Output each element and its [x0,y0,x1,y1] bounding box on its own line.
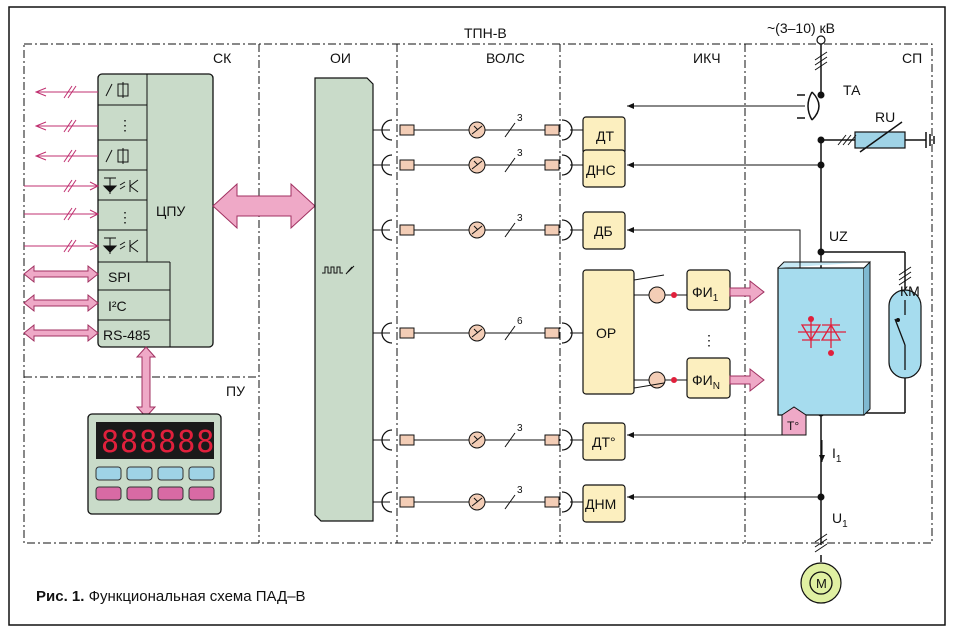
uz-converter [777,260,871,416]
fibre-channel-row: 3 [373,213,583,241]
cpu-dots-1: ⋮ [118,117,132,133]
label-sp: СП [902,50,922,66]
pulse-former-n: ФИN [692,372,720,392]
panel-key[interactable] [188,466,215,481]
io-signal-lines [24,85,100,253]
sensor-dnm: ДНМ [585,496,616,512]
label-i1: I1 [832,445,842,465]
fibre-channels: 3 3 3 6 3 3 [373,113,583,513]
sensor-blocks [582,116,635,523]
sensor-or: ОР [596,325,616,341]
fibre-count: 3 [517,213,523,224]
interface-i2c: I²C [108,298,127,314]
label-uz: UZ [829,228,848,244]
label-ikch: ИКЧ [693,50,721,66]
interface-rs485: RS-485 [103,327,151,343]
fibre-channel-row: 3 [373,423,583,451]
pulse-former-1: ФИ1 [692,284,719,304]
fibre-count: 3 [517,485,523,496]
led-display: 888888 [101,425,215,460]
motor [800,562,842,604]
fibre-channel-row: 3 [373,113,583,141]
temperature-sensor [781,406,807,436]
sensor-dt-temp: ДТ° [592,434,616,450]
fibre-count: 3 [517,423,523,434]
cpu-block: ⋮ ⋮ ЦПУ SPI I²C RS-485 [97,73,214,348]
sensor-db: ДБ [594,223,613,239]
panel-key[interactable] [95,486,122,501]
motor-label: M [816,576,827,591]
label-pu: ПУ [226,383,245,399]
label-oi: ОИ [330,50,351,66]
label-ru: RU [875,109,895,125]
label-voltage: ~(3–10) кВ [767,20,835,36]
sensor-feedback-lines [627,103,821,500]
label-km: КМ [900,283,920,299]
panel-key[interactable] [95,466,122,481]
panel-key[interactable] [188,486,215,501]
phase-ticks [814,51,912,553]
panel-key[interactable] [126,486,153,501]
label-ta: ТА [843,82,861,98]
contactor-km [888,289,922,379]
fibre-channel-row: 3 [373,485,583,513]
label-u1: U1 [832,510,848,530]
control-panel: 888888 [87,413,222,515]
label-vols: ВОЛС [486,50,525,66]
pulse-dots: ⋮ [702,332,716,348]
label-sk: СК [213,50,232,66]
cpu-dots-2: ⋮ [118,209,132,225]
cpu-label: ЦПУ [156,203,185,219]
panel-key[interactable] [157,486,184,501]
figure-caption: Рис. 1. Функциональная схема ПАД–В [36,588,306,605]
panel-key[interactable] [157,466,184,481]
fibre-count: 3 [517,148,523,159]
caption-prefix: Рис. 1. [36,588,85,605]
fibre-channel-row: 6 [373,316,583,344]
pulse-formers: ⋮ [634,269,765,399]
sensor-dns: ДНС [586,162,616,178]
fibre-channel-row: 3 [373,148,583,176]
oi-block [314,77,374,522]
interface-spi: SPI [108,269,131,285]
sensor-dt: ДТ [596,128,614,144]
temp-label: T° [787,419,799,433]
fibre-count: 3 [517,113,523,124]
caption-text: Функциональная схема ПАД–В [84,588,306,605]
panel-key[interactable] [126,466,153,481]
outer-frame [8,6,946,626]
label-tpn: ТПН-В [464,25,507,41]
fibre-count: 6 [517,316,523,327]
